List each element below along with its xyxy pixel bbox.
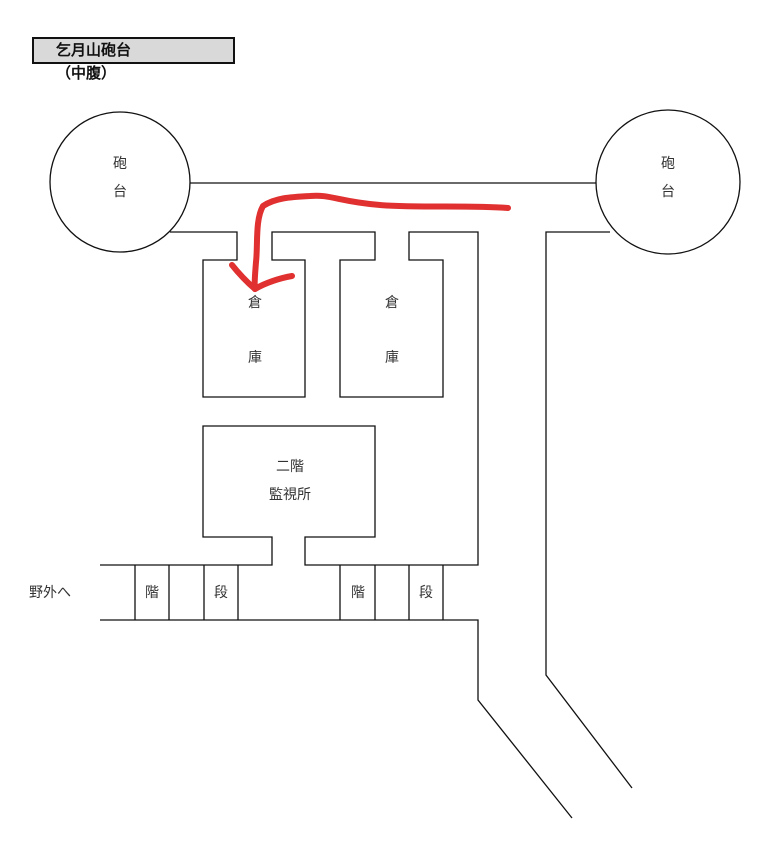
battery-right-circle [595,109,741,255]
storehouse-left-label-1: 倉 [248,295,262,311]
watch-post-label-1: 二階 [276,459,304,475]
watch-post-label-2: 監視所 [269,486,311,503]
red-arrow-annotation [229,192,511,292]
exit-label: 野外へ [29,585,71,601]
stair-dividers [134,565,444,620]
battery-left-label-1: 砲 [113,156,127,172]
diagram-title: 乞月山砲台 （中腹） [32,37,235,82]
right-wall [545,231,633,789]
battery-right-label-1: 砲 [661,156,675,172]
corridor-bottom-wall [100,619,573,819]
battery-right-label-2: 台 [661,184,675,200]
battery-left-circle [49,111,191,253]
stairs-right-label-1: 階 [351,585,365,601]
storehouse-right-label-2: 庫 [385,349,399,366]
battery-left-label-2: 台 [113,184,127,200]
stairs-right-label-2: 段 [419,585,433,601]
stairs-left-label-2: 段 [214,585,228,601]
storehouse-right-label-1: 倉 [385,295,399,311]
title-name: 乞月山砲台 [56,41,132,59]
stairs-left-label-1: 階 [145,585,159,601]
wall-left-bracket [100,231,479,566]
title-section: （中腹） [56,64,117,82]
storehouse-left-label-2: 庫 [248,349,262,366]
